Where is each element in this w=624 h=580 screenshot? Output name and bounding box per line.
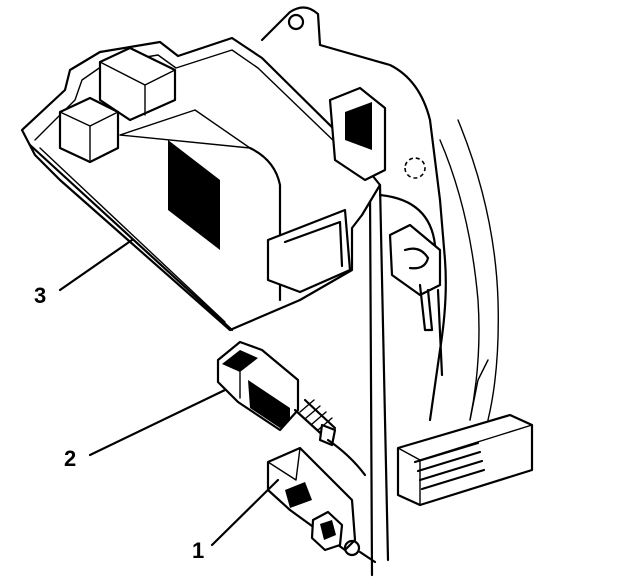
leader-line-3 (58, 238, 134, 292)
leader-line-1 (210, 478, 280, 547)
leader-line-2 (88, 388, 227, 457)
callout-label-3: 3 (34, 283, 46, 308)
callout-label-2: 2 (64, 446, 76, 471)
pedal (396, 359, 534, 507)
switch (216, 340, 337, 447)
housing-module (20, 36, 387, 332)
latch-hook (378, 193, 444, 377)
mounting-panel (260, 6, 499, 577)
callout-label-1: 1 (192, 538, 204, 563)
bracket (266, 438, 377, 564)
leader-lines (58, 238, 280, 547)
